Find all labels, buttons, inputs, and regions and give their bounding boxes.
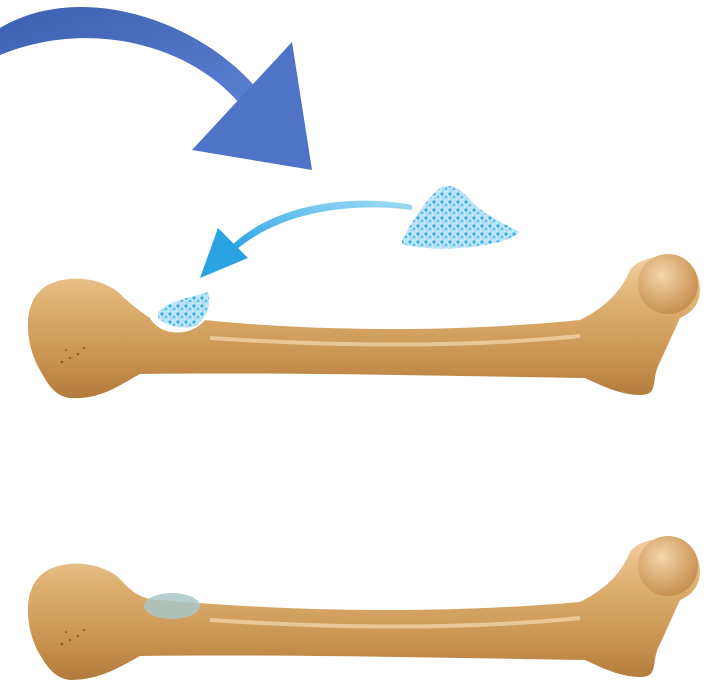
bone-graft-granules-icon: [402, 186, 520, 249]
femur-healed-icon: [28, 539, 700, 680]
femur-bottom: [28, 536, 700, 680]
healed-graft-patch: [144, 593, 200, 619]
femur-top: [28, 254, 700, 398]
curved-arrow-icon: [232, 201, 412, 250]
small-arrow: [200, 201, 412, 278]
curved-arrow-icon: [0, 7, 258, 104]
large-arrow: [0, 7, 312, 170]
arrow-head-small: [200, 228, 248, 278]
femoral-head: [638, 536, 698, 596]
femur-with-defect-icon: [28, 257, 700, 398]
femoral-head: [638, 254, 698, 314]
graft-pile: [402, 186, 520, 249]
